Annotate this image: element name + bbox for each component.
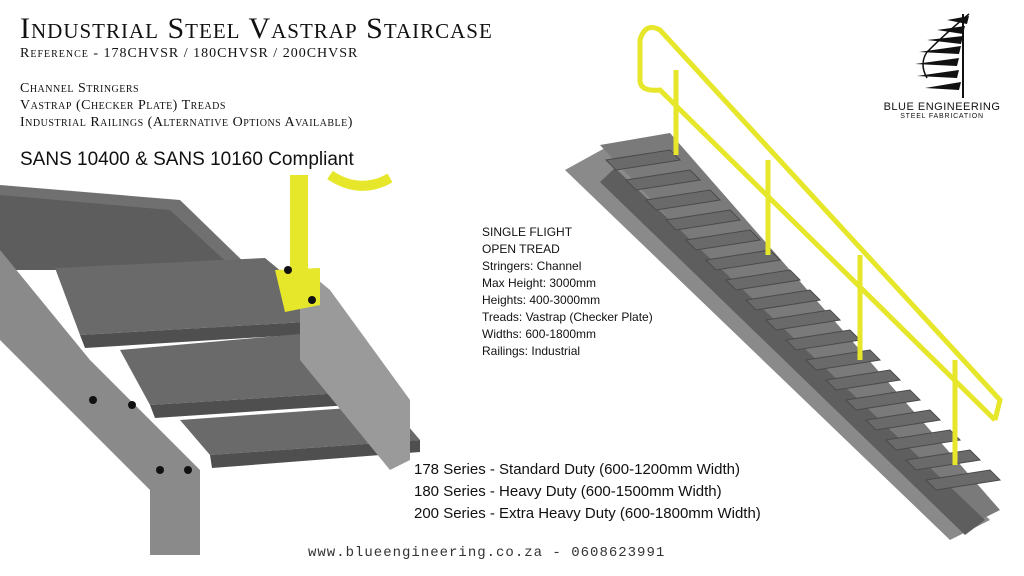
spec-item: Widths: 600-1800mm (482, 327, 597, 341)
logo-tagline: STEEL FABRICATION (900, 113, 984, 120)
spiral-staircase-logo-icon (915, 13, 970, 98)
spec-item: Railings: Industrial (482, 344, 581, 358)
spec-item: OPEN TREAD (482, 242, 560, 256)
feature-item: Vastrap (Checker Plate) Treads (20, 98, 226, 113)
logo-company-name: BLUE ENGINEERING (883, 101, 1001, 113)
spec-item: Treads: Vastrap (Checker Plate) (482, 310, 653, 324)
company-logo: BLUE ENGINEERING STEEL FABRICATION (872, 12, 1012, 127)
series-item: 178 Series - Standard Duty (600-1200mm W… (414, 461, 740, 478)
spec-item: Max Height: 3000mm (482, 276, 597, 290)
feature-list: Channel Stringers Vastrap (Checker Plate… (20, 80, 353, 131)
reference-codes: Reference - 178CHVSR / 180CHVSR / 200CHV… (20, 46, 359, 61)
closeup-stair-render (0, 170, 420, 555)
footer-contact: www.blueengineering.co.za - 0608623991 (308, 545, 666, 561)
feature-item: Industrial Railings (Alternative Options… (20, 115, 353, 130)
specifications-list: SINGLE FLIGHT OPEN TREAD Stringers: Chan… (482, 224, 653, 360)
page-title: Industrial Steel Vastrap Staircase (20, 12, 493, 45)
compliance-statement: SANS 10400 & SANS 10160 Compliant (20, 149, 354, 170)
series-list: 178 Series - Standard Duty (600-1200mm W… (414, 459, 761, 525)
series-item: 200 Series - Extra Heavy Duty (600-1800m… (414, 505, 761, 522)
full-stair-render (565, 25, 1003, 540)
series-item: 180 Series - Heavy Duty (600-1500mm Widt… (414, 483, 722, 500)
spec-item: Stringers: Channel (482, 259, 582, 273)
feature-item: Channel Stringers (20, 81, 140, 96)
spec-item: Heights: 400-3000mm (482, 293, 601, 307)
spec-item: SINGLE FLIGHT (482, 225, 573, 239)
